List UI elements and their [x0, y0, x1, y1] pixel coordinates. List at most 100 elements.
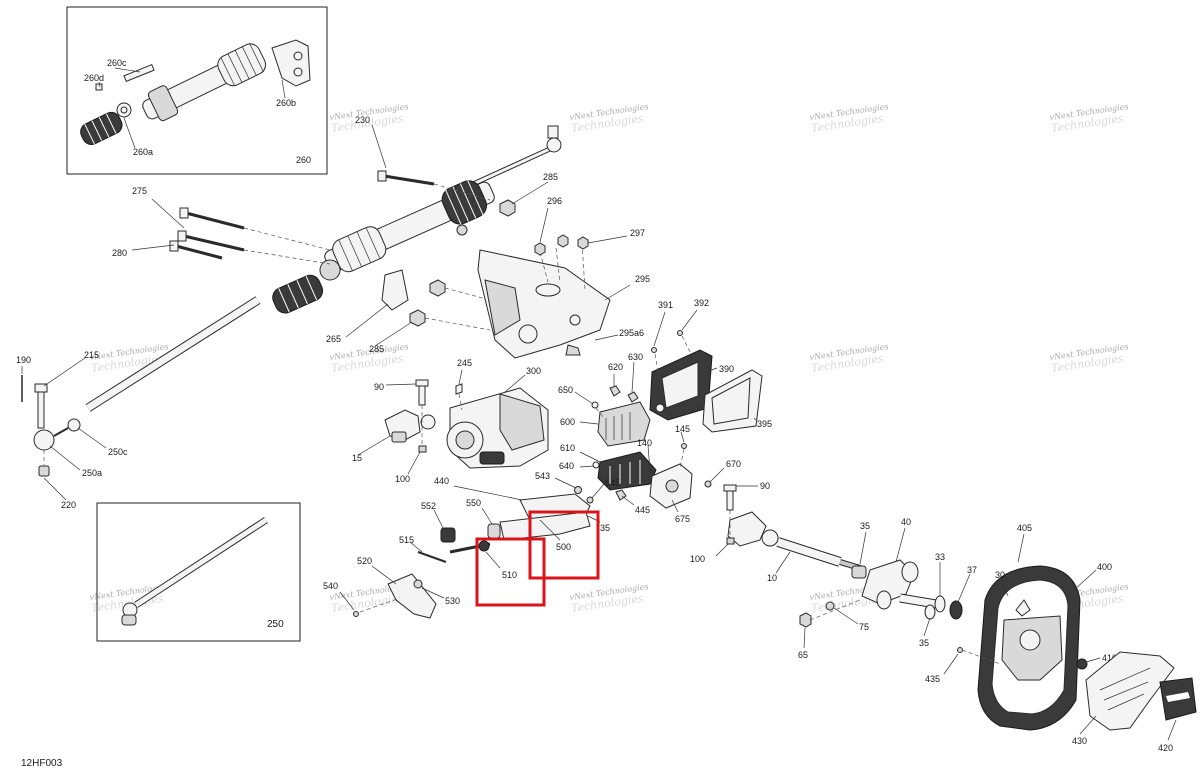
callout-40: 40	[901, 517, 911, 527]
tilt-handle: 520 540 530	[323, 556, 460, 619]
leader	[43, 477, 67, 501]
callout-10: 10	[767, 573, 777, 583]
screw-392	[677, 330, 683, 336]
handle-520	[387, 573, 437, 619]
screw-670	[704, 480, 712, 488]
bushing-35	[924, 604, 936, 620]
bolt-543	[574, 486, 582, 494]
leader	[453, 485, 523, 501]
assembly-line	[243, 227, 331, 251]
nut-100	[418, 445, 427, 453]
clip-295a6	[565, 344, 581, 356]
assembly-line	[424, 317, 491, 331]
leader	[539, 207, 549, 243]
u-joint-15: 90 15 100	[352, 379, 436, 484]
u-joint	[727, 511, 767, 547]
eps-motor-300: 300 245	[446, 358, 549, 469]
callout-392: 392	[694, 298, 709, 308]
callout-145: 145	[675, 424, 690, 434]
callout-400: 400	[1097, 562, 1112, 572]
callout-33: 33	[935, 552, 945, 562]
callout-543: 543	[535, 471, 550, 481]
bolt-head	[415, 379, 429, 387]
callout-440: 440	[434, 476, 449, 486]
leader	[433, 509, 445, 531]
leader	[591, 483, 605, 499]
bolt-head	[34, 383, 48, 393]
callout-260c: 260c	[107, 58, 127, 68]
tie-rod-left: 190 215 250c 250a 220	[16, 296, 261, 510]
horn-cover-430: 430	[1072, 651, 1175, 746]
leader	[621, 495, 635, 506]
boot-260a	[80, 111, 123, 146]
callout-100: 100	[690, 554, 705, 564]
support-bracket-295: 296 297 295 295a6	[477, 196, 650, 359]
callout-215: 215	[84, 350, 99, 360]
leader	[1167, 719, 1177, 741]
washer-545	[586, 496, 594, 504]
callout-30: 30	[995, 570, 1005, 580]
input-shaft-260c	[123, 63, 155, 83]
leader	[374, 321, 413, 347]
watermark: vNext Technologies Technologies	[569, 102, 649, 135]
inset-frame	[96, 502, 301, 642]
callout-395: 395	[757, 419, 772, 429]
leader	[371, 565, 397, 585]
callout-552: 552	[421, 501, 436, 511]
watermark: vNext Technologies Technologies	[1049, 342, 1129, 375]
callout-90: 90	[374, 382, 384, 392]
inset-frame	[66, 6, 328, 175]
assembly-line	[444, 287, 491, 301]
callout-620: 620	[608, 362, 623, 372]
callout-37: 37	[967, 565, 977, 575]
leader	[709, 467, 725, 483]
pinion-cover	[319, 259, 341, 281]
bearing-37	[949, 600, 963, 620]
leader	[803, 627, 806, 649]
leader	[833, 607, 859, 625]
leader	[554, 477, 577, 489]
leader	[680, 431, 685, 443]
cap-260d	[95, 83, 103, 91]
bolt-215	[37, 387, 45, 429]
screw-445	[615, 489, 627, 501]
leader	[753, 417, 757, 421]
callout-445: 445	[635, 505, 650, 515]
clip-405	[1015, 599, 1031, 617]
callout-250c: 250c	[108, 447, 128, 457]
callout-550: 550	[466, 498, 481, 508]
bolt-230	[377, 170, 435, 186]
screw-245	[455, 383, 463, 395]
callout-260a: 260a	[133, 147, 153, 157]
callout-610: 610	[560, 443, 575, 453]
assembly-line	[679, 448, 685, 469]
leader	[859, 531, 867, 565]
callout-35: 35	[860, 521, 870, 531]
callout-295a6: 295a6	[619, 328, 644, 338]
callout-670: 670	[726, 459, 741, 469]
screw-391	[651, 347, 657, 353]
nut	[456, 224, 468, 236]
callout-190: 190	[16, 355, 31, 365]
leader	[574, 391, 594, 405]
leader	[1073, 569, 1097, 591]
steering-column: 35 40 33 37 35 75 65	[798, 517, 977, 660]
nut-65	[799, 612, 812, 628]
module-600	[597, 401, 651, 447]
callout-530: 530	[445, 596, 460, 606]
leader	[511, 181, 549, 205]
steering-rack: 230 275 280 285 265 285	[112, 115, 562, 354]
emblem-420: 420	[1158, 677, 1197, 753]
screw-540	[353, 611, 359, 617]
bolt-head	[723, 484, 737, 492]
boot-left-black	[272, 274, 324, 314]
diagram-code: 12HF003	[21, 758, 63, 769]
callout-275: 275	[132, 186, 147, 196]
screw-620	[609, 385, 621, 397]
screw-145	[681, 443, 687, 449]
callout-35: 35	[600, 523, 610, 533]
assembly-line	[433, 183, 491, 201]
leader	[77, 427, 107, 449]
nut-285	[499, 199, 516, 217]
